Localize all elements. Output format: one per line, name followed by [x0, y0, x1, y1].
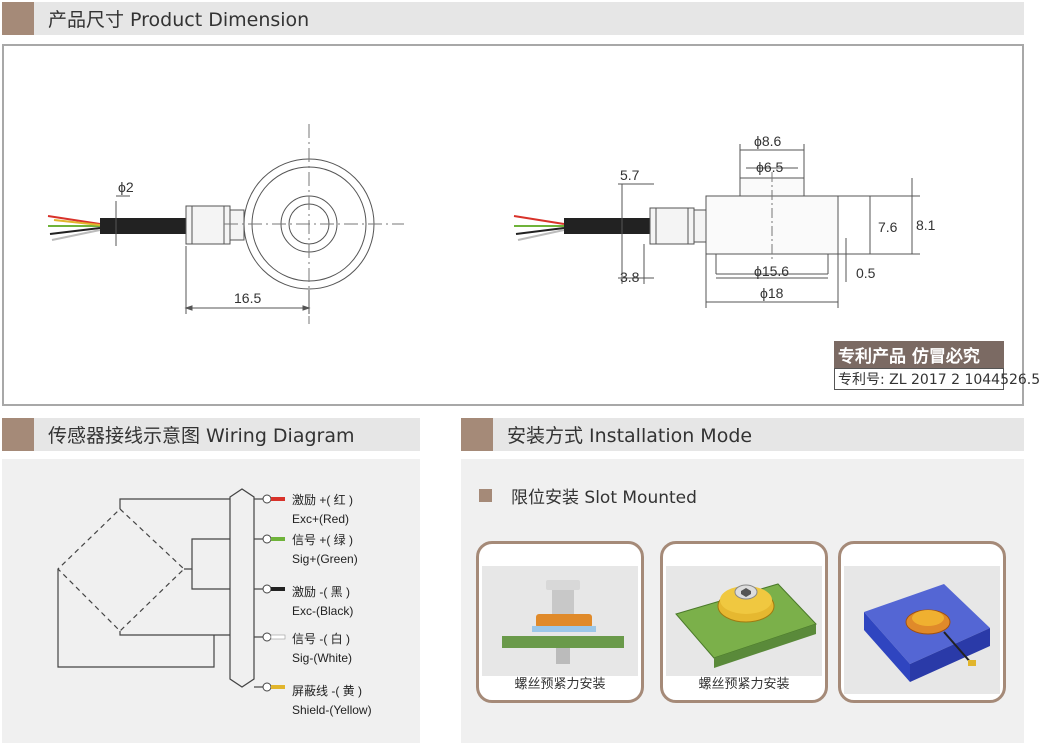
installation-image-2	[666, 566, 822, 676]
installation-card-3	[838, 541, 1006, 703]
wire-label-en: Exc-(Black)	[292, 604, 353, 618]
left-cable	[100, 218, 186, 234]
wire-label-en: Sig-(White)	[292, 651, 352, 665]
patent-stamp: 专利产品 仿冒必究 专利号: ZL 2017 2 1044526.5	[834, 341, 1040, 390]
installation-caption-1: 螺丝预紧力安装	[514, 677, 606, 692]
installation-image-3	[844, 566, 1000, 694]
wire-terminal-black	[262, 584, 272, 594]
section-title: 安装方式 Installation Mode	[507, 425, 753, 447]
dim-h76: 7.6	[878, 219, 898, 235]
wire-label-en: Shield-(Yellow)	[292, 703, 372, 717]
wiring-diagram: 激励 +( 红 ) Exc+(Red) 信号 +( 绿 ) Sig+(Green…	[57, 488, 372, 717]
wiring-panel: 激励 +( 红 ) Exc+(Red) 信号 +( 绿 ) Sig+(Green…	[2, 459, 420, 743]
wire-label-cn: 屏蔽线 -( 黄 )	[292, 684, 362, 698]
section-header-product-dimension: 产品尺寸 Product Dimension	[2, 2, 1024, 35]
dim-cable-length: 16.5	[234, 290, 261, 306]
wire-tip-white	[270, 634, 286, 640]
left-wire-bundle	[47, 215, 101, 241]
wire-tip-yellow	[271, 685, 285, 689]
section-marker	[461, 418, 493, 451]
patent-number: 专利号: ZL 2017 2 1044526.5	[834, 368, 1040, 390]
wire-label-cn: 激励 -( 黑 )	[292, 585, 350, 599]
slot-bullet	[479, 489, 492, 502]
installation-card-2: 螺丝预紧力安装	[660, 541, 828, 703]
section-header-wiring-diagram: 传感器接线示意图 Wiring Diagram	[2, 418, 420, 451]
right-nut	[649, 207, 695, 245]
section-marker	[2, 418, 34, 451]
installation-caption-2: 螺丝预紧力安装	[698, 677, 790, 692]
dim-cable-dia: ϕ2	[118, 179, 134, 195]
installation-card-1: 螺丝预紧力安装	[476, 541, 644, 703]
section-title: 产品尺寸 Product Dimension	[48, 9, 310, 31]
installation-image-1	[482, 566, 638, 676]
dim-d156: ϕ15.6	[754, 263, 789, 279]
wire-terminal-green	[262, 534, 272, 544]
patent-slogan: 专利产品 仿冒必究	[834, 341, 1004, 368]
left-nut	[185, 205, 231, 245]
wire-label-en: Sig+(Green)	[292, 552, 358, 566]
wire-label-cn: 激励 +( 红 )	[292, 492, 353, 507]
dim-h05: 0.5	[856, 265, 876, 281]
section-title: 传感器接线示意图 Wiring Diagram	[48, 425, 355, 447]
dim-d65: ϕ6.5	[756, 159, 784, 175]
wire-terminals	[262, 494, 286, 692]
dim-h38: 3.8	[620, 269, 640, 285]
dim-h81: 8.1	[916, 217, 936, 233]
wire-tip-green	[271, 537, 285, 541]
dimension-drawing: ϕ2 16.5 ϕ8.6 ϕ6.5 5.7 3.8 7.6 8.1 ϕ15.6 …	[47, 124, 936, 324]
wire-label-cn: 信号 -( 白 )	[292, 631, 350, 646]
section-marker	[2, 2, 34, 35]
wire-tip-black	[271, 587, 285, 591]
dim-d86: ϕ8.6	[754, 133, 782, 149]
installation-subtitle: 限位安装 Slot Mounted	[511, 488, 697, 508]
dimension-drawing-panel: ϕ2 16.5 ϕ8.6 ϕ6.5 5.7 3.8 7.6 8.1 ϕ15.6 …	[2, 44, 1024, 406]
dim-h57: 5.7	[620, 167, 640, 183]
wire-label-en: Exc+(Red)	[292, 512, 349, 526]
wire-terminal-yellow	[262, 682, 272, 692]
wire-tip-red	[271, 497, 285, 501]
dim-d18: ϕ18	[760, 285, 784, 301]
section-header-installation-mode: 安装方式 Installation Mode	[461, 418, 1024, 451]
wire-label-cn: 信号 +( 绿 )	[292, 532, 353, 547]
wire-terminal-white	[262, 632, 272, 642]
right-wire-bundle	[513, 215, 565, 241]
wire-terminal-red	[262, 494, 272, 504]
right-cable	[564, 218, 650, 234]
